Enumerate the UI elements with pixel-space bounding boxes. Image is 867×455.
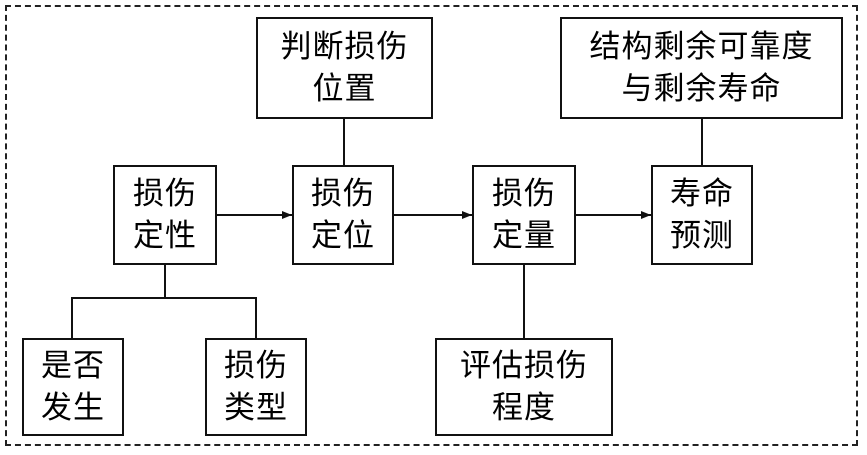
node-line: 与剩余寿命 [621, 71, 782, 107]
node-line: 结构剩余可靠度 [589, 29, 814, 65]
branch-bar [71, 297, 257, 338]
node-line: 评估损伤 [460, 348, 588, 384]
occurrence-box: 是否 发生 [22, 338, 124, 436]
damage-localization-box: 损伤 定位 [292, 165, 394, 265]
node-line: 预测 [670, 218, 734, 254]
damage-type-box: 损伤 类型 [205, 338, 307, 436]
node-line: 发生 [41, 390, 105, 426]
node-line: 定性 [133, 218, 197, 254]
node-line: 损伤 [492, 176, 556, 212]
node-line: 损伤 [311, 176, 375, 212]
damage-location-judge-box: 判断损伤 位置 [256, 17, 433, 119]
node-line: 损伤 [224, 348, 288, 384]
node-line: 位置 [312, 71, 377, 107]
node-line: 判断损伤 [280, 29, 409, 65]
damage-characterization-box: 损伤 定性 [113, 165, 217, 265]
dashed-frame [5, 5, 858, 446]
life-prediction-box: 寿命 预测 [651, 165, 753, 265]
node-line: 损伤 [133, 176, 197, 212]
node-line: 是否 [41, 348, 105, 384]
node-line: 寿命 [670, 176, 734, 212]
damage-quantification-box: 损伤 定量 [472, 165, 576, 265]
remaining-life-output-box: 结构剩余可靠度 与剩余寿命 [560, 17, 843, 119]
severity-assessment-box: 评估损伤 程度 [435, 338, 613, 436]
node-line: 定量 [492, 218, 556, 254]
node-line: 程度 [492, 390, 556, 426]
node-line: 定位 [311, 218, 375, 254]
node-line: 类型 [224, 390, 288, 426]
